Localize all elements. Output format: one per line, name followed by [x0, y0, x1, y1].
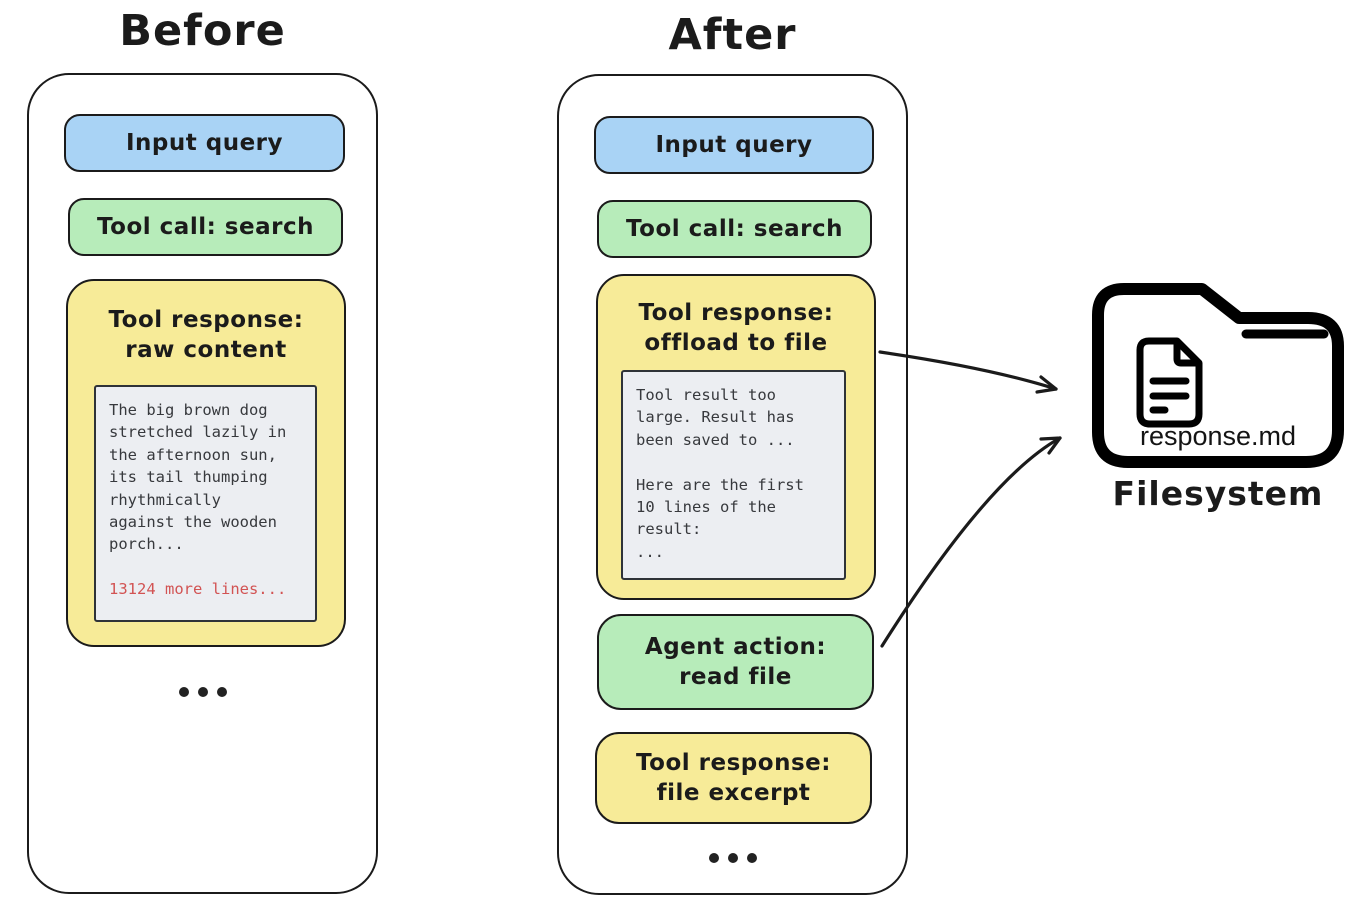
after-offload-codeblock: Tool result too large. Result has been s… — [621, 370, 846, 580]
before-tool-response-title: Tool response: raw content — [108, 307, 304, 363]
before-code-text: The big brown dog stretched lazily in th… — [109, 401, 287, 554]
after-ellipsis-icon — [559, 853, 906, 863]
before-ellipsis-icon — [29, 687, 376, 697]
after-panel: Input query Tool call: search Tool respo… — [557, 74, 908, 895]
before-input-query-box: Input query — [64, 114, 345, 172]
before-more-lines-text: 13124 more lines... — [109, 579, 287, 598]
after-code-text: Tool result too large. Result has been s… — [636, 386, 804, 561]
file-name-label: response.md — [1139, 421, 1297, 451]
after-title: After — [668, 10, 797, 60]
after-agent-action-box: Agent action: read file — [597, 614, 874, 710]
after-tool-call-box: Tool call: search — [597, 200, 872, 258]
read-file-arrow — [880, 436, 1062, 648]
after-input-query-box: Input query — [594, 116, 874, 174]
after-tool-response-offload-title: Tool response: offload to file — [638, 300, 834, 356]
document-icon — [1136, 337, 1203, 428]
before-raw-content-codeblock: The big brown dog stretched lazily in th… — [94, 385, 317, 622]
before-title: Before — [119, 6, 286, 56]
after-tool-response-excerpt-box: Tool response: file excerpt — [595, 732, 872, 824]
filesystem-label: Filesystem — [1112, 474, 1324, 513]
before-tool-call-box: Tool call: search — [68, 198, 343, 256]
before-panel: Input query Tool call: search Tool respo… — [27, 73, 378, 894]
